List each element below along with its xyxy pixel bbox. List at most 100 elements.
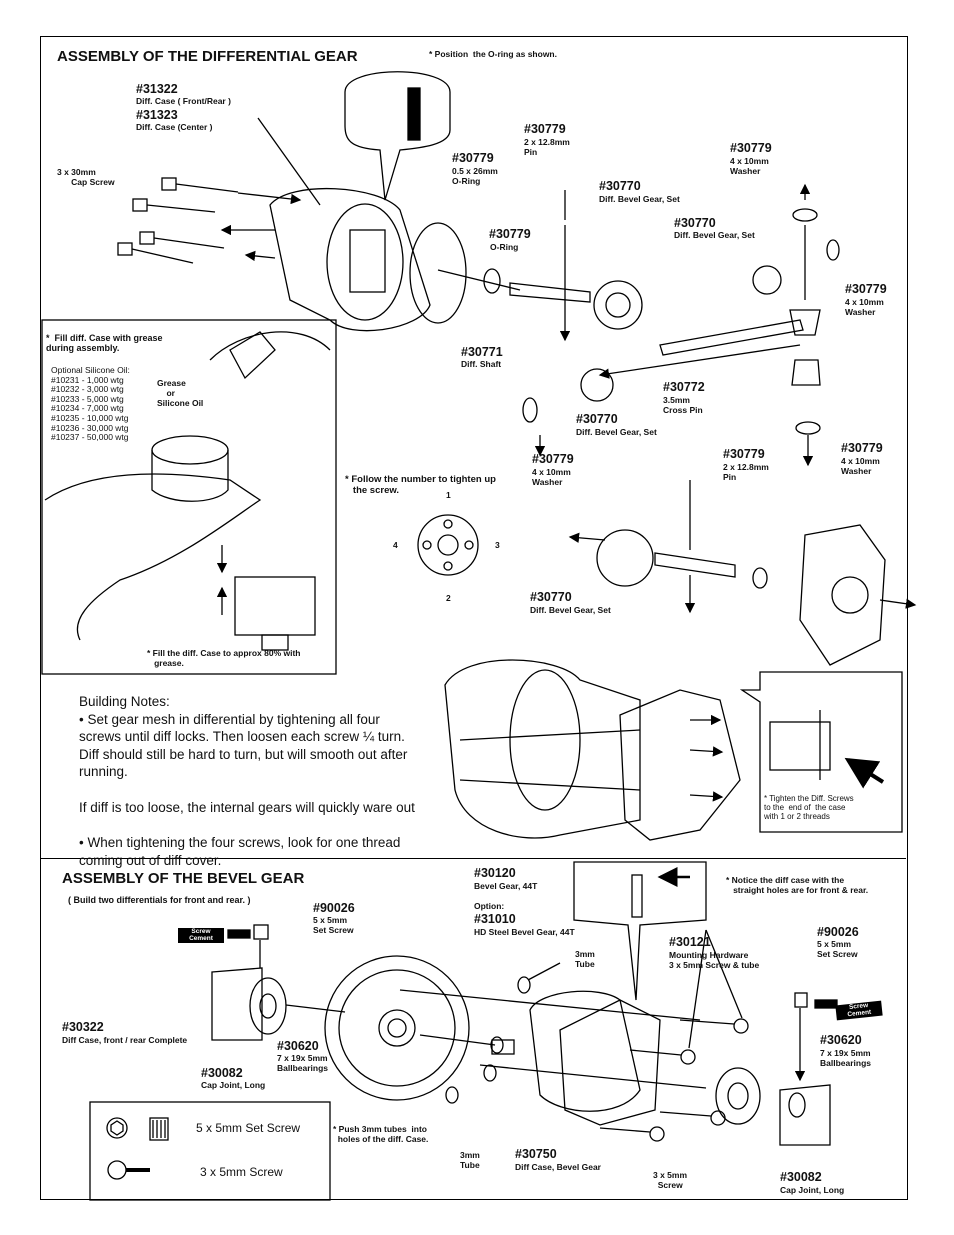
diff-case-bevel [529,990,641,1112]
part-30770-d-number: #30770 [530,590,572,604]
assembled-cover [619,689,741,841]
diff-shaft [509,282,591,303]
cross-gear-top [789,309,821,336]
part-30779-washer-br-desc: 4 x 10mm Washer [841,456,880,476]
grease-inset-box [41,319,337,675]
bevel-section-subtitle: ( Build two differentials for front and … [68,895,251,905]
legend-screw: 3 x 5mm Screw [200,1165,283,1179]
part-31323-desc: Diff. Case (Center ) [136,122,213,132]
part-30779-washer-l-desc: 4 x 10mm Washer [532,467,571,487]
part-30779-oring26-number: #30779 [452,151,494,165]
part-30770-c-desc: Diff. Bevel Gear, Set [576,427,657,437]
washer-bottom [795,421,821,435]
oil-bottle [229,331,276,380]
part-31323-number: #31323 [136,108,178,122]
ballbearing-right [715,1067,761,1125]
part-30082-right-desc: Cap Joint, Long [780,1185,845,1195]
screw-cement-left: Screw Cement [178,928,224,943]
part-90026-right-number: #90026 [817,925,859,939]
diff-case-opening [326,203,404,321]
diff-cover [799,524,886,666]
oring-large [409,222,467,324]
screw-order-4: 4 [393,540,398,550]
tubes [445,976,531,1104]
part-30620-left-desc: 7 x 19x 5mm Ballbearings [277,1053,329,1073]
washer-right [826,239,840,261]
part-30779-washer-r-desc: 4 x 10mm Washer [845,297,884,317]
part-30779-washer-l-number: #30779 [532,452,574,466]
part-30779-washer-r-number: #30779 [845,282,887,296]
building-notes-line2: If diff is too loose, the internal gears… [79,799,415,815]
push-tubes-note: * Push 3mm tubes into holes of the diff.… [333,1124,429,1144]
tighten-screws-note: * Tighten the Diff. Screws to the end of… [764,794,854,822]
building-notes-heading: Building Notes: [79,694,170,709]
part-30750-number: #30750 [515,1147,557,1161]
part-30770-c-number: #30770 [576,412,618,426]
part-30779-oring-number: #30779 [489,227,531,241]
oring-note: * Position the O-ring as shown. [429,49,557,59]
hand-top [209,331,331,361]
part-30082-left-desc: Cap Joint, Long [201,1080,266,1090]
part-30620-left-number: #30620 [277,1039,319,1053]
diff-case-grease [151,435,229,465]
notice-callout [573,861,707,1001]
cap-screws [117,177,239,264]
part-30082-right-number: #30082 [780,1170,822,1184]
part-30620-right-desc: 7 x 19x 5mm Ballbearings [820,1048,872,1068]
part-30121-number: #30121 [669,935,711,949]
part-30779-washer-top-desc: 4 x 10mm Washer [730,156,769,176]
part-31322-desc: Diff. Case ( Front/Rear ) [136,96,231,106]
part-30772-desc: 3.5mm Cross Pin [663,395,703,415]
part-30770-b-number: #30770 [674,216,716,230]
screw-order-1: 1 [446,490,451,500]
part-30322-desc: Diff Case, front / rear Complete [62,1035,188,1045]
legend-set-screw: 5 x 5mm Set Screw [196,1121,301,1135]
tube-top-label: 3mm Tube [575,949,595,969]
screw-order-2: 2 [446,593,451,603]
part-90026-right-desc: 5 x 5mm Set Screw [817,939,858,959]
silicone-oil-list: Optional Silicone Oil: #10231 - 1,000 wt… [51,365,130,443]
screw-order-plate [417,514,479,576]
option-label: Option: [474,901,505,911]
washer-left [522,397,538,423]
part-31322-number: #31322 [136,82,178,96]
diff-case-slot [349,229,386,293]
assembled-diff [444,659,641,839]
washer-top [792,208,818,222]
tighten-callout-box [739,671,903,833]
part-30120-number: #30120 [474,866,516,880]
bevel-section-title: ASSEMBLY OF THE BEVEL GEAR [62,870,305,887]
grease-label: Grease or Silicone Oil [157,378,204,408]
part-30779-oring-desc: O-Ring [490,242,519,252]
cap-joint-left [211,967,263,1041]
bevel-gear-left [580,368,614,402]
bevel-gear-lower [596,529,654,587]
part-30770-b-desc: Diff. Bevel Gear, Set [674,230,755,240]
bevel-gear-large [593,280,643,330]
oring-callout-bubble [344,71,451,201]
building-notes: Building Notes: • Set gear mesh in diffe… [79,693,424,869]
part-30779-washer-br-number: #30779 [841,441,883,455]
part-30750-desc: Diff Case, Bevel Gear [515,1162,601,1172]
section-divider [40,858,906,859]
part-30770-d-desc: Diff. Bevel Gear, Set [530,605,611,615]
shaft-lower [654,552,736,578]
part-30779-pin2-desc: 2 x 12.8mm Pin [723,462,769,482]
fill-grease-note: * Fill diff. Case with grease during ass… [46,333,163,354]
part-30779-pin-number: #30779 [524,122,566,136]
diff-case-front [269,187,431,332]
cross-gear-bottom [791,359,821,386]
part-30770-a-number: #30770 [599,179,641,193]
oring-detail [407,87,421,141]
part-30771-number: #30771 [461,345,503,359]
small-bevel-gear [752,265,782,295]
legend-box [89,1101,331,1201]
oring-small [483,268,501,294]
part-31010-desc: HD Steel Bevel Gear, 44T [474,927,575,937]
part-90026-left-number: #90026 [313,901,355,915]
part-30771-desc: Diff. Shaft [461,359,502,369]
cap-joint-right [779,1084,831,1146]
part-30772-number: #30772 [663,380,705,394]
diff-section-title: ASSEMBLY OF THE DIFFERENTIAL GEAR [57,48,358,65]
